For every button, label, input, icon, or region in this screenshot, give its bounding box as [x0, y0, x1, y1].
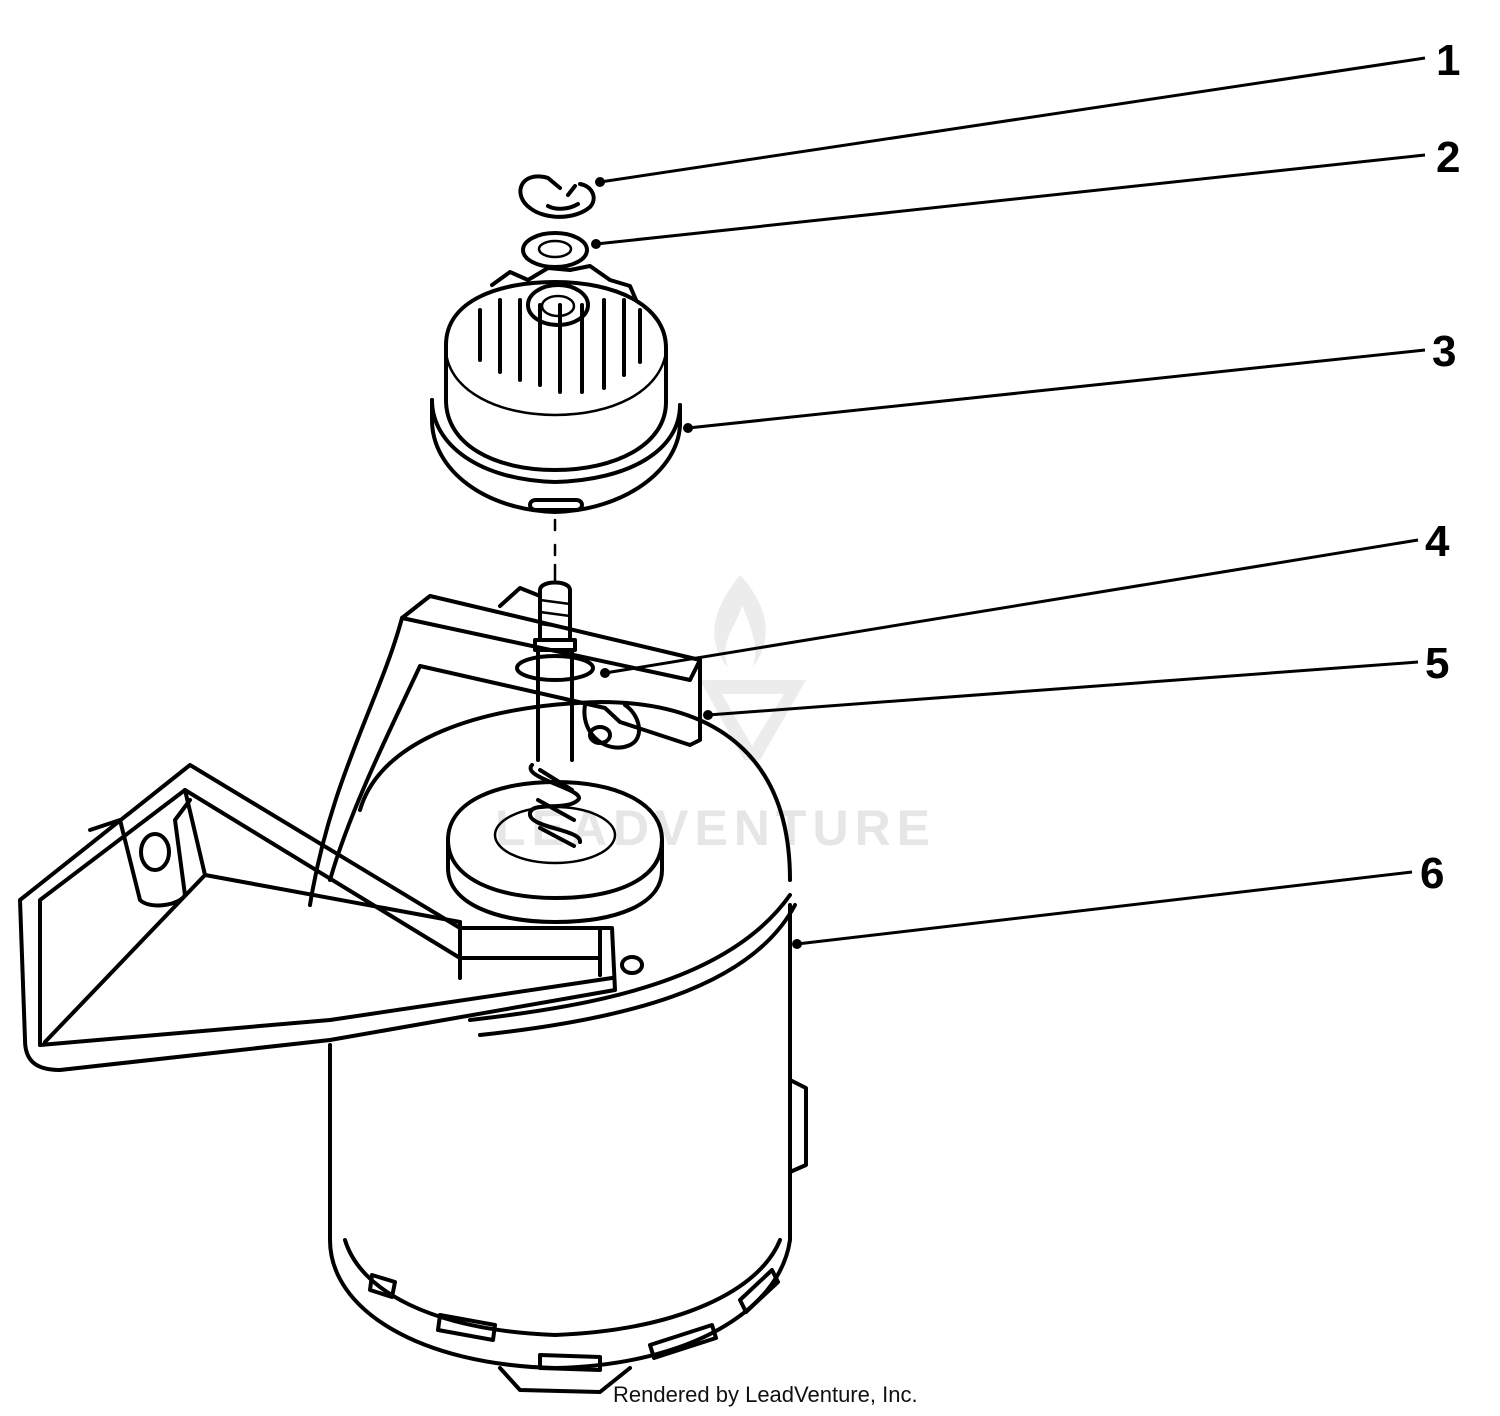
e-clip — [518, 174, 596, 219]
starter-motor — [328, 700, 808, 1394]
pinion-gear — [430, 264, 682, 514]
callout-6: 6 — [1420, 849, 1444, 898]
callout-3: 3 — [1432, 327, 1456, 376]
render-credit: Rendered by LeadVenture, Inc. — [613, 1382, 918, 1407]
watermark-logo — [700, 575, 806, 760]
callout-5: 5 — [1425, 639, 1449, 688]
callout-leaders — [591, 56, 1426, 949]
callout-2: 2 — [1436, 133, 1460, 182]
callout-1: 1 — [1436, 36, 1460, 85]
washer — [521, 231, 589, 269]
watermark-text: LEADVENTURE — [495, 800, 936, 856]
mounting-bracket — [18, 586, 702, 1072]
callout-4: 4 — [1425, 517, 1450, 566]
